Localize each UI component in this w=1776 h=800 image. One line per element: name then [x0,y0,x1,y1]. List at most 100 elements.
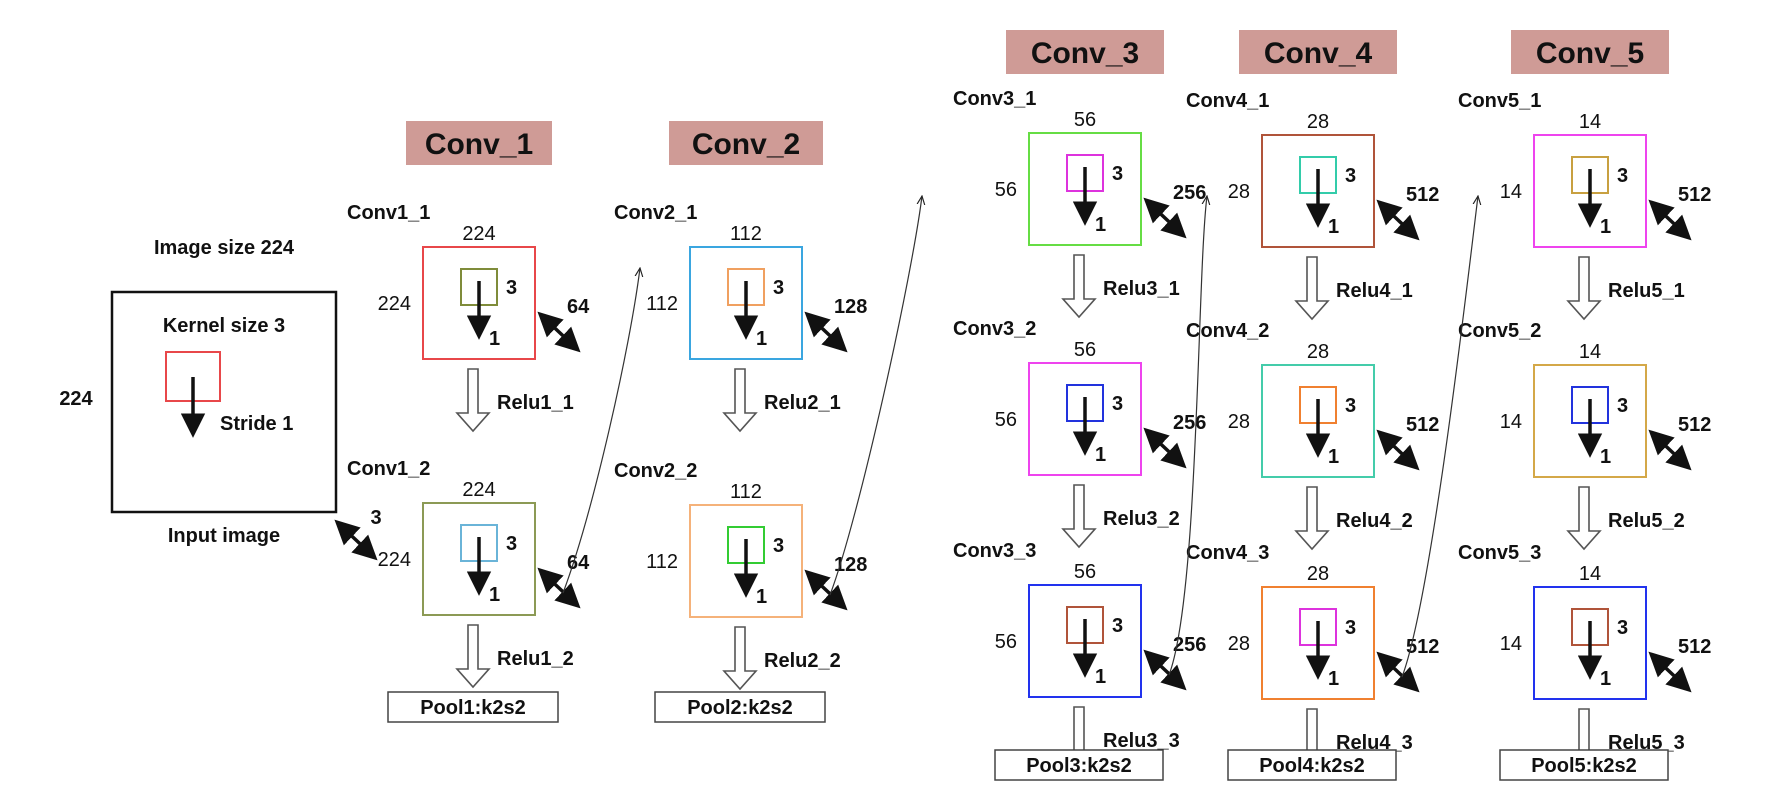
channel-arrow [1648,199,1692,241]
channel-label: 512 [1678,184,1711,206]
relu-arrow-icon [1566,256,1602,321]
channel-arrow [1376,651,1420,693]
relu-label: Relu4_3 [1336,732,1413,754]
layer-top-size-label: 56 [1074,339,1096,361]
relu-arrow-icon [455,624,491,689]
channel-arrow [1143,197,1187,239]
input-channel-arrow [334,519,378,561]
feature-map-box [1028,584,1142,698]
relu-arrow-icon [1294,486,1330,551]
stage-header: Conv_1 [425,128,533,161]
relu-label: Relu3_2 [1103,508,1180,530]
kernel-size-label: 3 [1112,163,1123,185]
kernel-size-label: 3 [1617,165,1628,187]
stage-header-bg [1239,30,1397,74]
layer-name-label: Conv4_2 [1186,320,1269,342]
stage-header: Conv_2 [692,128,800,161]
channel-label: 512 [1406,636,1439,658]
layer-name-label: Conv4_3 [1186,542,1269,564]
feature-map-box [1533,586,1647,700]
layer-name-label: Conv3_1 [953,88,1036,110]
pool-label: Pool5:k2s2 [1531,755,1637,777]
relu-label: Relu2_1 [764,392,841,414]
relu-label: Relu1_2 [497,648,574,670]
stage-1: Conv_1Conv1_12242243164Relu1_1Conv1_2224… [347,121,590,723]
input-caption: Input image [168,525,280,547]
layer-side-size-label: 224 [378,549,411,571]
relu-label: Relu3_1 [1103,278,1180,300]
input-kernel-size-label: Kernel size 3 [163,315,285,337]
channel-arrow [804,311,848,353]
relu-label: Relu1_1 [497,392,574,414]
channel-label: 64 [567,296,590,318]
channel-arrow [1376,429,1420,471]
stage-connector-arrow [1168,196,1207,676]
channel-label: 512 [1678,414,1711,436]
feature-map-box [1028,362,1142,476]
channel-label: 512 [1406,184,1439,206]
stride-label: 1 [1328,446,1339,468]
channel-arrow [1648,651,1692,693]
pool-label: Pool3:k2s2 [1026,755,1132,777]
pool-box [654,691,826,723]
channel-arrow [537,311,581,353]
layer-side-size-label: 28 [1228,633,1250,655]
relu-label: Relu3_3 [1103,730,1180,752]
stride-label: 1 [1328,668,1339,690]
channel-label: 256 [1173,412,1206,434]
stride-label: 1 [489,584,500,606]
layer-side-size-label: 224 [378,293,411,315]
relu-arrow-icon [1061,254,1097,319]
pool-label: Pool4:k2s2 [1259,755,1365,777]
stage-connector-arrow [1401,196,1478,678]
channel-label: 256 [1173,634,1206,656]
layer-top-size-label: 112 [730,481,762,503]
channel-label: 64 [567,552,590,574]
stage-2: Conv_2Conv2_111211231128Relu2_1Conv2_211… [614,121,867,723]
stride-label: 1 [756,328,767,350]
layer-side-size-label: 14 [1500,181,1522,203]
channel-label: 128 [834,296,867,318]
layer-top-size-label: 224 [462,479,495,501]
input-channels-label: 3 [370,507,381,529]
layer-name-label: Conv2_1 [614,202,697,224]
feature-map-box [1261,134,1375,248]
stage-header-bg [1006,30,1164,74]
layer-top-size-label: 28 [1307,563,1329,585]
layer-top-size-label: 14 [1579,341,1601,363]
layer-side-size-label: 56 [995,179,1017,201]
relu-label: Relu5_3 [1608,732,1685,754]
kernel-size-label: 3 [506,277,517,299]
input-side-label: 224 [59,388,93,410]
layer-top-size-label: 56 [1074,109,1096,131]
relu-label: Relu4_2 [1336,510,1413,532]
kernel-size-label: 3 [1617,617,1628,639]
kernel-size-label: 3 [1112,393,1123,415]
stride-label: 1 [1600,446,1611,468]
input-image-group: Image size 224 Kernel size 3 Stride 1 22… [59,237,382,561]
relu-label: Relu5_1 [1608,280,1685,302]
channel-label: 256 [1173,182,1206,204]
feature-map-box [1261,586,1375,700]
stage-header: Conv_3 [1031,37,1139,70]
layer-side-size-label: 28 [1228,181,1250,203]
channel-arrow [1648,429,1692,471]
stage-5: Conv_5Conv5_1141431512Relu5_1Conv5_21414… [1458,30,1711,781]
layer-side-size-label: 14 [1500,633,1522,655]
feature-map-box [1261,364,1375,478]
layer-top-size-label: 28 [1307,111,1329,133]
layer-top-size-label: 112 [730,223,762,245]
stage-header: Conv_5 [1536,37,1644,70]
layer-name-label: Conv3_2 [953,318,1036,340]
channel-label: 512 [1406,414,1439,436]
layer-name-label: Conv5_3 [1458,542,1541,564]
feature-map-box [1028,132,1142,246]
pool-box [1499,749,1669,781]
stride-label: 1 [1600,668,1611,690]
